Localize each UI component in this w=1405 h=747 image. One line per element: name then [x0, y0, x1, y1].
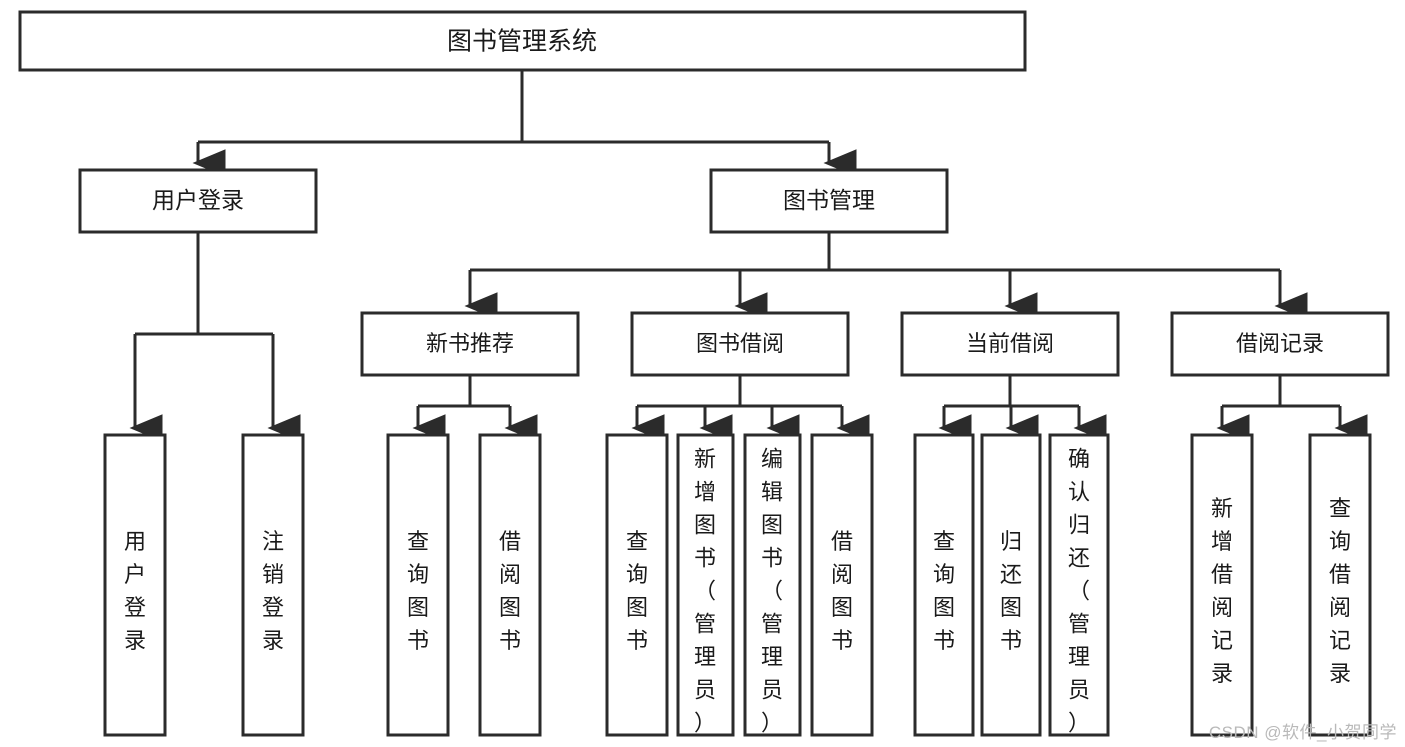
edges-layer — [129, 70, 1368, 442]
node-borrow-record[interactable]: 借阅记录 — [1170, 311, 1390, 377]
leaf-borrow-book-recommend[interactable]: 借阅图书 — [478, 433, 542, 737]
leaf-logout[interactable]: 注销登录 — [241, 433, 305, 737]
leaf-label: 新增借阅记录 — [1211, 496, 1233, 686]
node-current-borrow[interactable]: 当前借阅 — [900, 311, 1120, 377]
node-root[interactable]: 图书管理系统 — [18, 10, 1027, 72]
new-book-recommend-label: 新书推荐 — [426, 331, 514, 356]
leaf-label: 新增图书（管理员） — [694, 446, 716, 735]
leaf-query-book-current[interactable]: 查询图书 — [913, 433, 975, 737]
node-book-borrow[interactable]: 图书借阅 — [630, 311, 850, 377]
leaf-return-book[interactable]: 归还图书 — [980, 433, 1042, 737]
leaf-label: 注销登录 — [262, 529, 284, 653]
csdn-watermark: CSDN @软件_小贺同学 — [1208, 723, 1397, 742]
book-borrow-label: 图书借阅 — [696, 331, 784, 356]
leaf-box — [743, 433, 802, 737]
leaf-query-book-recommend[interactable]: 查询图书 — [386, 433, 450, 737]
node-new-book-recommend[interactable]: 新书推荐 — [360, 311, 580, 377]
leaf-box — [605, 433, 669, 737]
leaf-label: 查询借阅记录 — [1329, 496, 1351, 686]
leaf-box — [980, 433, 1042, 737]
leaf-edit-book-admin[interactable]: 编辑图书（管理员） — [743, 433, 802, 737]
root-box — [18, 10, 1027, 72]
leaf-label: 借阅图书 — [831, 529, 853, 653]
leaf-box — [103, 433, 167, 737]
leaf-label: 确认归还（管理员） — [1068, 446, 1090, 735]
leaf-box — [810, 433, 874, 737]
leaf-box — [1190, 433, 1254, 737]
leaf-box — [1308, 433, 1372, 737]
node-user-login[interactable]: 用户登录 — [78, 168, 318, 234]
leaf-query-book-borrow[interactable]: 查询图书 — [605, 433, 669, 737]
leaf-label: 查询图书 — [407, 529, 429, 653]
leaf-box — [478, 433, 542, 737]
borrow-record-label: 借阅记录 — [1236, 331, 1324, 356]
current-borrow-label: 当前借阅 — [966, 331, 1054, 356]
leaf-box — [913, 433, 975, 737]
leaf-confirm-return-admin[interactable]: 确认归还（管理员） — [1048, 433, 1110, 737]
book-management-box — [709, 168, 949, 234]
book-management-label: 图书管理 — [783, 187, 875, 213]
leaf-borrow-book[interactable]: 借阅图书 — [810, 433, 874, 737]
user-login-box — [78, 168, 318, 234]
borrow-record-box — [1170, 311, 1390, 377]
new-book-recommend-box — [360, 311, 580, 377]
leaf-box — [676, 433, 735, 737]
leaf-label: 查询图书 — [933, 529, 955, 653]
leaf-add-borrow-record[interactable]: 新增借阅记录 — [1190, 433, 1254, 737]
leaf-query-borrow-record[interactable]: 查询借阅记录 — [1308, 433, 1372, 737]
book-borrow-box — [630, 311, 850, 377]
leaf-add-book-admin[interactable]: 新增图书（管理员） — [676, 433, 735, 737]
leaf-label: 查询图书 — [626, 529, 648, 653]
leaf-label: 用户登录 — [124, 529, 146, 653]
leaf-box — [386, 433, 450, 737]
leaf-label: 借阅图书 — [499, 529, 521, 653]
leaf-box — [1048, 433, 1110, 737]
current-borrow-box — [900, 311, 1120, 377]
root-label: 图书管理系统 — [447, 28, 597, 56]
leaf-box — [241, 433, 305, 737]
user-login-label: 用户登录 — [152, 187, 244, 213]
leaf-user-login[interactable]: 用户登录 — [103, 433, 167, 737]
node-book-management[interactable]: 图书管理 — [709, 168, 949, 234]
leaf-label: 归还图书 — [1000, 529, 1022, 653]
leaf-label: 编辑图书（管理员） — [761, 446, 783, 735]
